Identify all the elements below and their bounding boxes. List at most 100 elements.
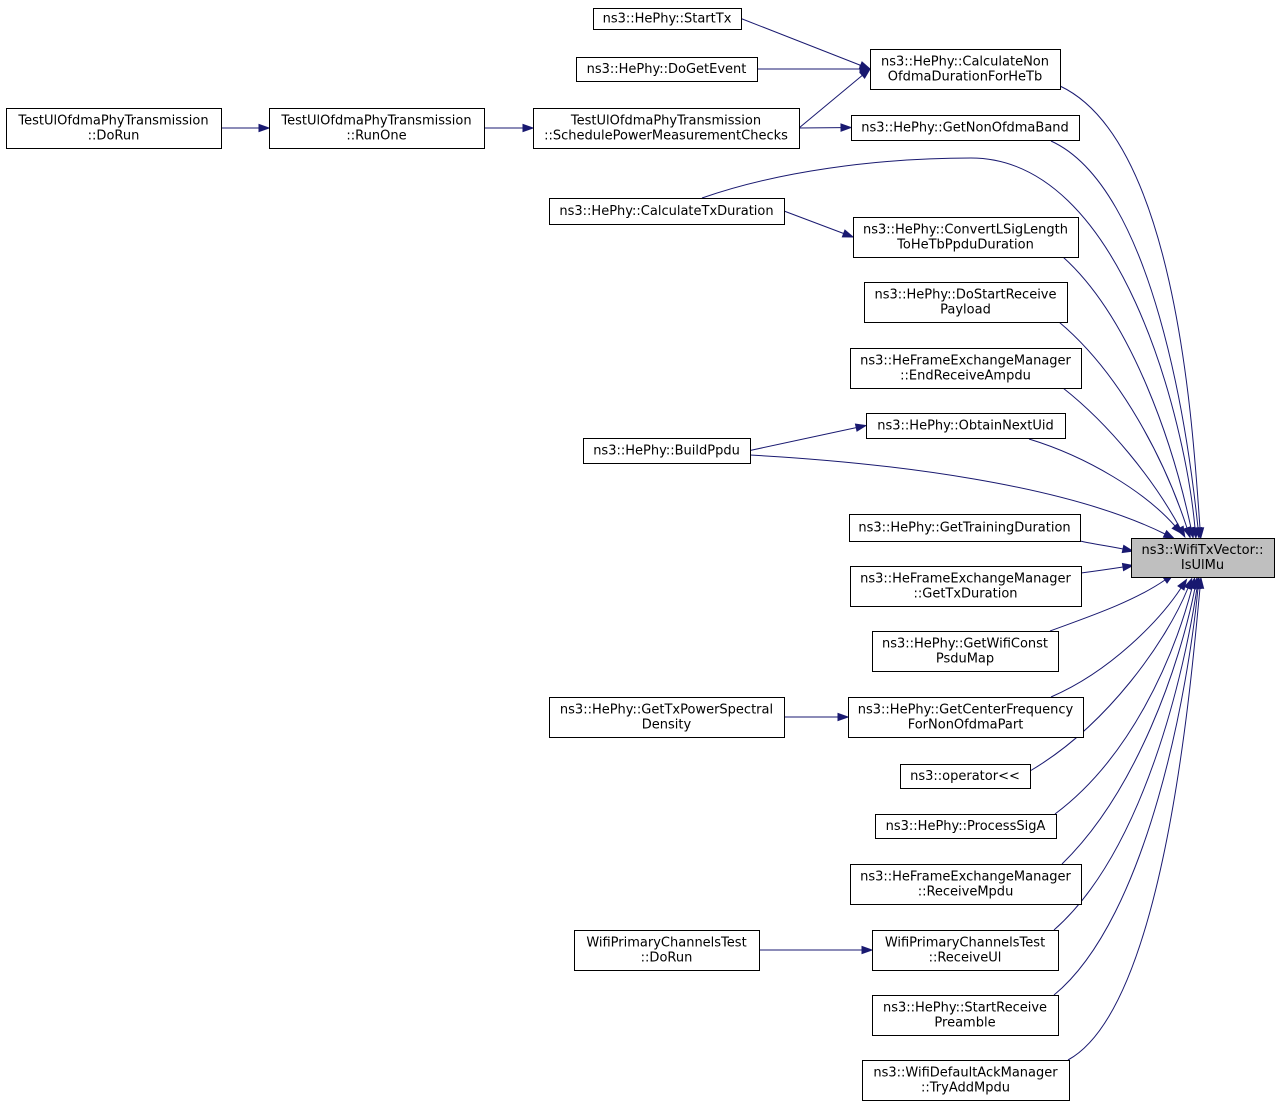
node-label: ::SchedulePowerMeasurementChecks <box>544 129 788 144</box>
arrowhead-icon <box>1121 544 1135 554</box>
node-hephy-dogetevent[interactable]: ns3::HePhy::DoGetEvent <box>576 57 758 82</box>
node-label: ::TryAddMpdu <box>921 1081 1010 1096</box>
node-label: ::DoRun <box>88 129 140 144</box>
edge-cnd-to-iul <box>1059 85 1205 540</box>
node-hephy-getnonofdmaband[interactable]: ns3::HePhy::GetNonOfdmaBand <box>851 115 1080 141</box>
edge-line <box>740 18 861 66</box>
edge-gcf-to-iul <box>1050 578 1188 698</box>
node-label: IsUlMu <box>1181 558 1224 573</box>
edge-ctd-to-cls <box>783 210 855 238</box>
node-box <box>900 764 1031 789</box>
edge-gtp-to-gcf <box>784 712 850 722</box>
node-box <box>583 438 751 464</box>
node-box <box>576 57 758 82</box>
edge-line <box>1054 587 1193 815</box>
edge-line <box>1062 256 1192 529</box>
node-label: ns3::HePhy::ObtainNextUid <box>877 419 1053 434</box>
node-label: ns3::HePhy::ConvertLSigLength <box>863 223 1068 238</box>
node-label: ::DoRun <box>641 951 693 966</box>
arrowhead-icon <box>841 229 855 238</box>
node-hephy-calculatenonofdmadurationforhetb[interactable]: ns3::HePhy::CalculateNonOfdmaDurationFor… <box>870 49 1061 90</box>
node-label: ns3::WifiDefaultAckManager <box>873 1066 1058 1081</box>
node-label: ns3::HeFrameExchangeManager <box>860 572 1071 587</box>
node-label: WifiPrimaryChannelsTest <box>885 936 1045 951</box>
node-box <box>850 864 1082 905</box>
edge-line <box>1050 140 1199 529</box>
edge-line <box>749 454 1166 535</box>
edge-bpp-to-onu <box>749 423 868 451</box>
node-label: ns3::HePhy::CalculateNon <box>881 55 1049 70</box>
arrowhead-icon <box>1162 529 1176 540</box>
node-testulofdma-runone[interactable]: TestUlOfdmaPhyTransmission::RunOne <box>269 108 485 149</box>
node-testulofdma-schedulepowermeasurementchecks[interactable]: TestUlOfdmaPhyTransmission::SchedulePowe… <box>533 108 800 149</box>
edge-line <box>1029 587 1189 772</box>
node-label: Payload <box>940 303 991 318</box>
edge-line <box>1067 587 1201 1061</box>
arrowhead-icon <box>837 712 850 722</box>
node-heframeexchangemanager-receivempdu[interactable]: ns3::HeFrameExchangeManager::ReceiveMpdu <box>850 864 1082 905</box>
edge-gtr-to-iul <box>1079 540 1135 554</box>
edge-line <box>1079 540 1124 550</box>
edge-line <box>1080 566 1124 574</box>
arrowhead-icon <box>522 123 535 133</box>
node-heframeexchangemanager-endreceiveampdu[interactable]: ns3::HeFrameExchangeManager::EndReceiveA… <box>850 348 1082 389</box>
node-label: ::GetTxDuration <box>913 587 1017 602</box>
node-hephy-getcenterfrequencyfornonofdmapart[interactable]: ns3::HePhy::GetCenterFrequencyForNonOfdm… <box>848 697 1084 738</box>
node-wifiprimarychannelstest-dorun[interactable]: WifiPrimaryChannelsTest::DoRun <box>574 930 760 971</box>
edge-wdr-to-wru <box>759 945 874 955</box>
edge-line <box>701 157 1196 529</box>
edge-dge-to-cnd <box>757 64 872 74</box>
node-wifidefaultackmanager-tryaddmpdu[interactable]: ns3::WifiDefaultAckManager::TryAddMpdu <box>862 1060 1070 1101</box>
node-box <box>872 995 1059 1036</box>
node-label: ns3::operator<< <box>910 769 1020 784</box>
node-box <box>851 115 1080 141</box>
node-heframeexchangemanager-gettxduration[interactable]: ns3::HeFrameExchangeManager::GetTxDurati… <box>850 566 1082 607</box>
node-label: ns3::WifiTxVector:: <box>1141 543 1263 558</box>
edge-line <box>1049 579 1166 632</box>
node-box <box>870 49 1061 90</box>
node-hephy-gettrainingduration[interactable]: ns3::HePhy::GetTrainingDuration <box>849 514 1081 542</box>
node-box <box>6 108 222 149</box>
node-testulofdma-dorun[interactable]: TestUlOfdmaPhyTransmission::DoRun <box>6 108 222 149</box>
node-box <box>853 217 1079 258</box>
call-graph-nodes: ns3::WifiTxVector::IsUlMuns3::HePhy::Sta… <box>6 8 1275 1101</box>
node-box <box>875 814 1057 839</box>
edge-tsp-to-gnb <box>798 123 853 132</box>
edge-dsr-to-iul <box>1058 321 1191 539</box>
node-wifiprimarychannelstest-receiveul[interactable]: WifiPrimaryChannelsTest::ReceiveUl <box>872 930 1059 971</box>
node-box <box>872 631 1059 672</box>
node-label: ns3::HePhy::StartTx <box>603 12 732 27</box>
edge-tdr-to-tro <box>221 123 271 133</box>
node-wifitxvector-isulmu[interactable]: ns3::WifiTxVector::IsUlMu <box>1131 538 1275 578</box>
node-label: ToHeTbPpduDuration <box>896 238 1034 253</box>
edge-line <box>1053 587 1198 931</box>
edge-line <box>783 210 844 234</box>
node-hephy-starttx[interactable]: ns3::HePhy::StartTx <box>593 8 742 30</box>
arrowhead-icon <box>1182 526 1191 539</box>
node-label: ns3::HePhy::GetTxPowerSpectral <box>560 703 773 718</box>
node-label: OfdmaDurationForHeTb <box>888 70 1042 85</box>
node-label: ns3::HePhy::StartReceive <box>883 1001 1047 1016</box>
node-hephy-buildppdu[interactable]: ns3::HePhy::BuildPpdu <box>583 438 751 464</box>
node-hephy-obtainnextuid[interactable]: ns3::HePhy::ObtainNextUid <box>866 413 1066 439</box>
node-label: ns3::HePhy::GetWifiConst <box>882 637 1048 652</box>
node-label: ns3::HePhy::DoGetEvent <box>587 62 747 77</box>
arrowhead-icon <box>1171 522 1183 535</box>
node-box <box>849 514 1081 542</box>
node-operator-shift[interactable]: ns3::operator<< <box>900 764 1031 789</box>
node-label: ns3::HePhy::GetNonOfdmaBand <box>861 121 1069 136</box>
node-hephy-calculatetxduration[interactable]: ns3::HePhy::CalculateTxDuration <box>549 198 785 225</box>
node-box <box>850 566 1082 607</box>
arrowhead-icon <box>258 123 271 133</box>
node-hephy-convertlsiglengthtohetbppduduration[interactable]: ns3::HePhy::ConvertLSigLengthToHeTbPpduD… <box>853 217 1079 258</box>
edge-srp-to-iul <box>1053 576 1203 996</box>
edge-gtd-to-iul <box>1080 562 1135 574</box>
node-hephy-processsiga[interactable]: ns3::HePhy::ProcessSigA <box>875 814 1057 839</box>
edge-line <box>1028 438 1176 527</box>
node-box <box>574 930 760 971</box>
node-box <box>269 108 485 149</box>
